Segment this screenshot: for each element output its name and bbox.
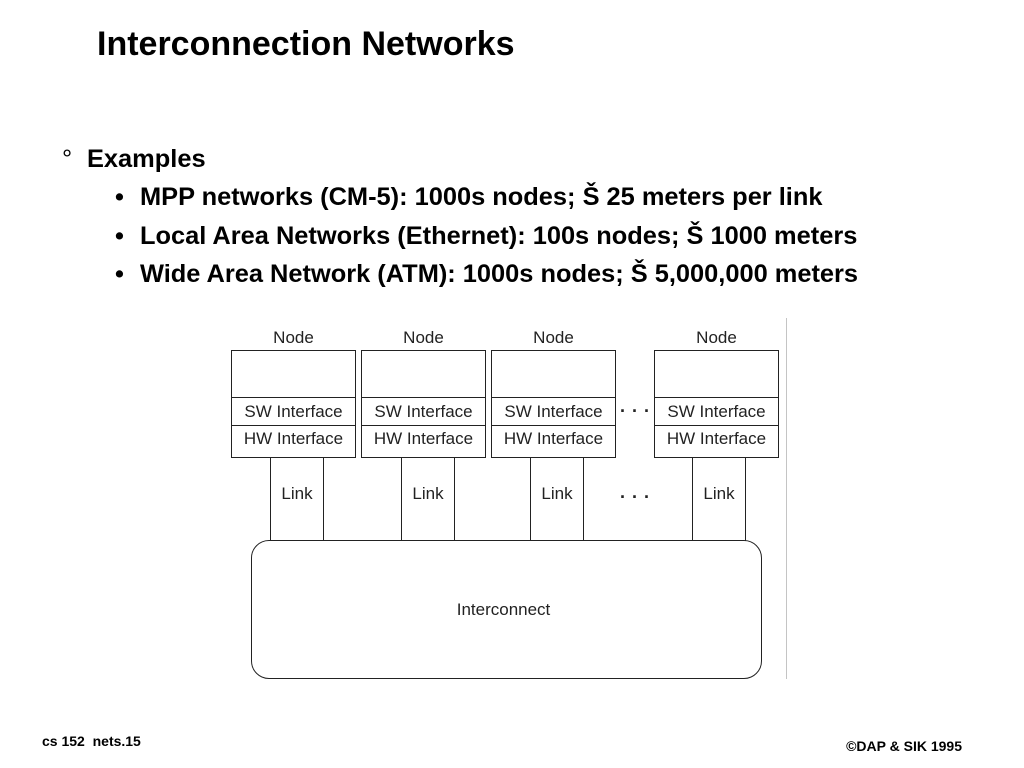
sw-interface: SW Interface — [655, 397, 778, 425]
sw-interface: SW Interface — [492, 397, 615, 425]
footer-course-label: cs 152 nets.15 — [42, 733, 141, 749]
sub-bullet-marker: • — [115, 222, 124, 250]
node-body — [232, 351, 355, 397]
link-3: Link — [530, 457, 584, 541]
link-2: Link — [401, 457, 455, 541]
node-box: SW Interface HW Interface — [491, 350, 616, 458]
footer-copyright: ©DAP & SIK 1995 — [846, 738, 962, 754]
sub-bullet-text: MPP networks (CM-5): 1000s nodes; Š 25 m… — [140, 183, 823, 211]
interconnect-label: Interconnect — [456, 600, 551, 619]
link-label: Link — [281, 484, 313, 503]
sub-bullet-item: • Local Area Networks (Ethernet): 100s n… — [0, 223, 1024, 249]
interconnect-box: Interconnect — [251, 540, 762, 679]
node-row-ellipsis: ... — [620, 396, 657, 416]
node-label: Node — [533, 328, 574, 347]
hw-interface: HW Interface — [232, 425, 355, 457]
node-label: Node — [403, 328, 444, 347]
sub-bullet-marker: • — [115, 183, 124, 211]
hw-interface: HW Interface — [655, 425, 778, 457]
link-label: Link — [412, 484, 444, 503]
slide-title: Interconnection Networks — [97, 25, 515, 63]
link-label: Link — [703, 484, 735, 503]
sub-bullet-item: • Wide Area Network (ATM): 1000s nodes; … — [0, 261, 1024, 287]
node-3: Node SW Interface HW Interface — [491, 329, 616, 458]
node-1: Node SW Interface HW Interface — [231, 329, 356, 458]
node-box: SW Interface HW Interface — [231, 350, 356, 458]
node-2: Node SW Interface HW Interface — [361, 329, 486, 458]
bullet-text: Examples — [87, 145, 206, 173]
sub-bullet-text: Wide Area Network (ATM): 1000s nodes; Š … — [140, 260, 859, 288]
node-label: Node — [696, 328, 737, 347]
sub-bullet-text: Local Area Networks (Ethernet): 100s nod… — [140, 222, 858, 250]
node-box: SW Interface HW Interface — [654, 350, 779, 458]
hw-interface: HW Interface — [492, 425, 615, 457]
link-1: Link — [270, 457, 324, 541]
bullet-marker: ° — [62, 145, 73, 173]
link-label: Link — [541, 484, 573, 503]
node-body — [655, 351, 778, 397]
sw-interface: SW Interface — [362, 397, 485, 425]
node-box: SW Interface HW Interface — [361, 350, 486, 458]
sub-bullet-item: • MPP networks (CM-5): 1000s nodes; Š 25… — [0, 184, 1024, 210]
link-row-ellipsis: ... — [620, 482, 657, 502]
sub-bullet-marker: • — [115, 260, 124, 288]
bullet-item: ° Examples — [0, 146, 1024, 172]
node-body — [492, 351, 615, 397]
node-body — [362, 351, 485, 397]
hw-interface: HW Interface — [362, 425, 485, 457]
sw-interface: SW Interface — [232, 397, 355, 425]
node-4: Node SW Interface HW Interface — [654, 329, 779, 458]
node-label: Node — [273, 328, 314, 347]
diagram-edge-line — [786, 318, 787, 679]
link-4: Link — [692, 457, 746, 541]
